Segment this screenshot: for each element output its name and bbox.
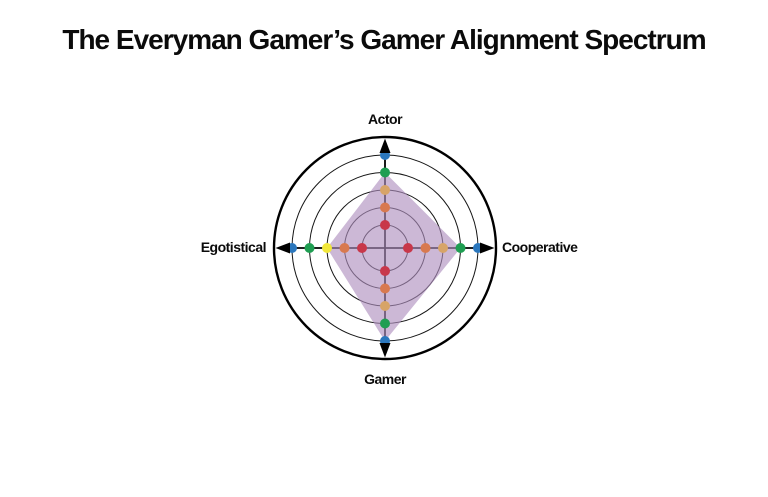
scale-marker-dot-right-1 — [403, 243, 413, 253]
scale-marker-dot-right-2 — [420, 243, 431, 253]
scale-marker-dot-down-2 — [380, 283, 390, 294]
axis-arrowhead-icon-right — [480, 242, 495, 254]
scale-marker-dot-up-2 — [380, 202, 390, 213]
axis-arrowhead-icon-down — [379, 343, 391, 358]
scale-marker-dot-right-3 — [438, 243, 448, 253]
scale-marker-dot-up-4 — [380, 167, 390, 178]
scale-marker-dot-down-4 — [380, 318, 390, 329]
chart-title: The Everyman Gamer’s Gamer Alignment Spe… — [62, 24, 706, 55]
axis-arrowhead-icon-up — [379, 138, 391, 153]
scale-marker-dot-left-3 — [322, 243, 332, 253]
alignment-area-polygon — [327, 172, 461, 341]
scale-marker-dot-down-1 — [380, 266, 390, 276]
axis-label-egotistical: Egotistical — [200, 239, 267, 255]
axis-label-cooperative: Cooperative — [502, 239, 578, 255]
axis-label-gamer: Gamer — [364, 371, 406, 387]
scale-marker-dot-left-1 — [357, 243, 367, 253]
axis-label-actor: Actor — [367, 111, 403, 127]
scale-marker-dot-right-4 — [455, 243, 466, 253]
scale-marker-dot-left-4 — [304, 243, 315, 253]
scale-marker-dot-up-3 — [380, 185, 390, 195]
axis-arrowhead-icon-left — [275, 242, 290, 254]
scale-marker-dot-left-2 — [339, 243, 350, 253]
scale-marker-dot-down-3 — [380, 301, 390, 311]
outer-boundary-circle — [272, 135, 498, 361]
scale-marker-dot-up-1 — [380, 220, 390, 230]
